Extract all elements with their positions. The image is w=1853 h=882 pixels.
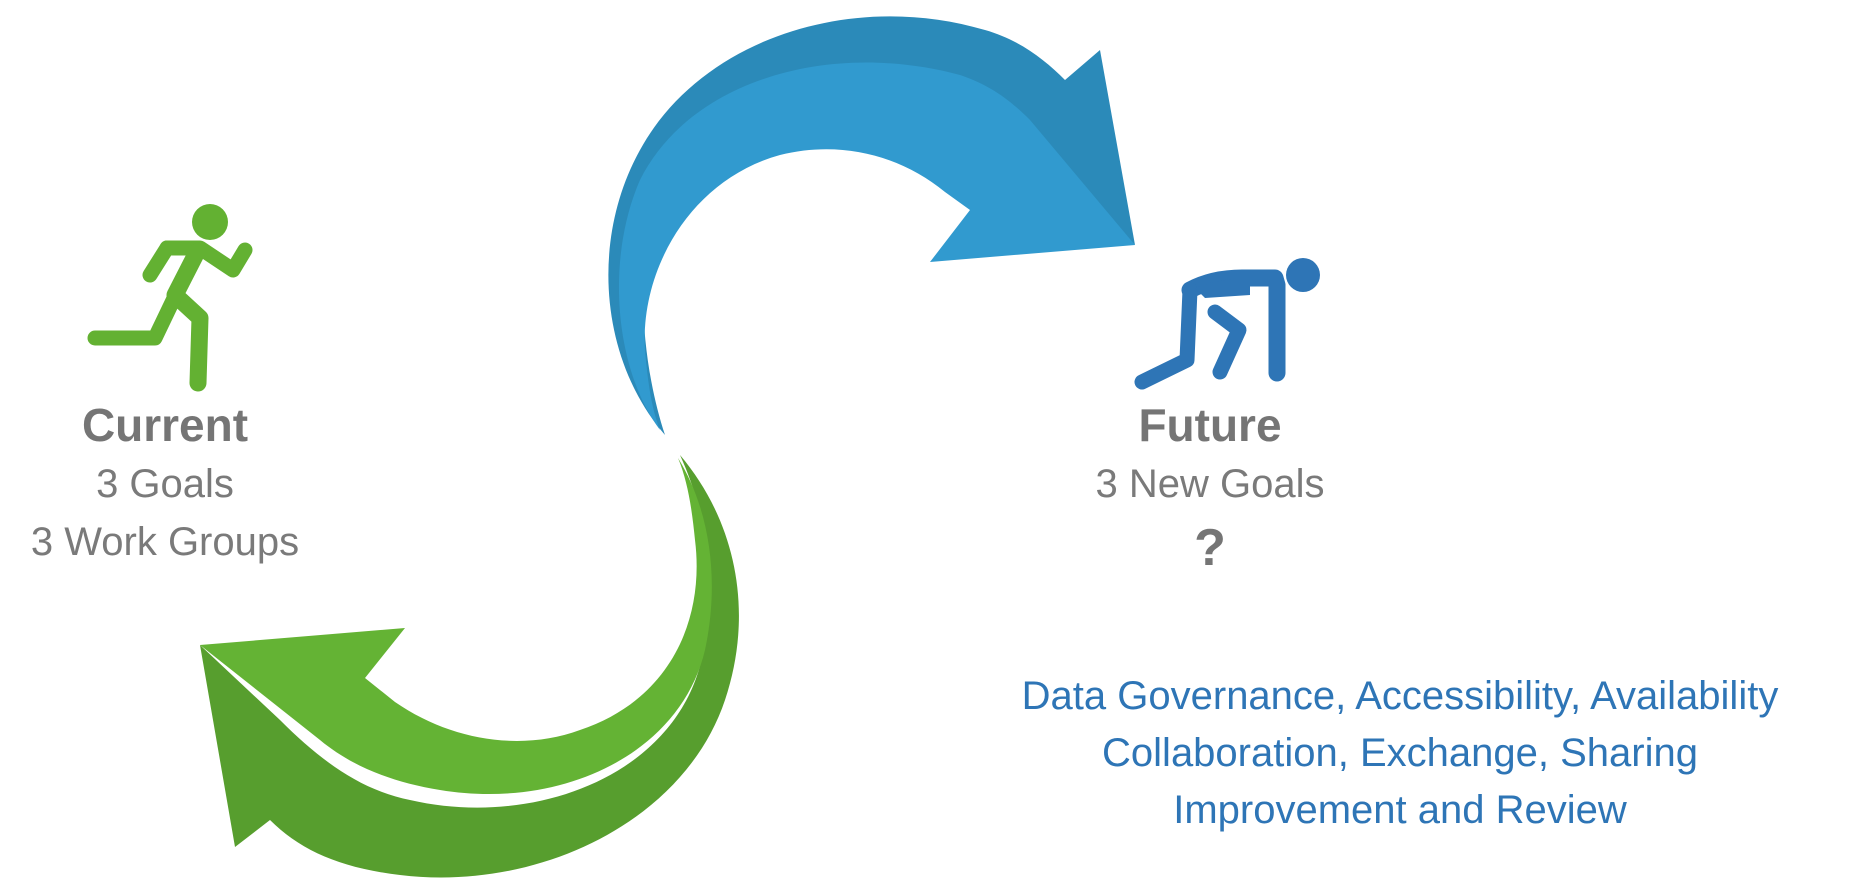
- current-line-goals: 3 Goals: [96, 462, 234, 506]
- future-question-mark: ?: [1194, 519, 1226, 577]
- running-person-icon: [87, 204, 253, 392]
- future-line-new-goals: 3 New Goals: [1095, 462, 1325, 506]
- future-heading: Future: [1138, 399, 1282, 451]
- green-arrow-outer: [200, 455, 739, 878]
- goal-item: Collaboration, Exchange, Sharing: [1102, 731, 1698, 775]
- green-arrow-body: [200, 458, 712, 795]
- blue-arrow-body: [618, 62, 1135, 431]
- goal-item: Data Governance, Accessibility, Availabi…: [1021, 674, 1779, 718]
- current-heading: Current: [81, 399, 249, 451]
- goal-item: Improvement and Review: [1173, 788, 1627, 832]
- runner-ready-start-icon: [1134, 258, 1320, 390]
- future-goals-list: Data Governance, Accessibility, Availabi…: [960, 668, 1840, 839]
- future-label-block: Future 3 New Goals ?: [1060, 395, 1360, 583]
- current-line-workgroups: 3 Work Groups: [30, 520, 300, 564]
- current-label-block: Current 3 Goals 3 Work Groups: [0, 395, 330, 571]
